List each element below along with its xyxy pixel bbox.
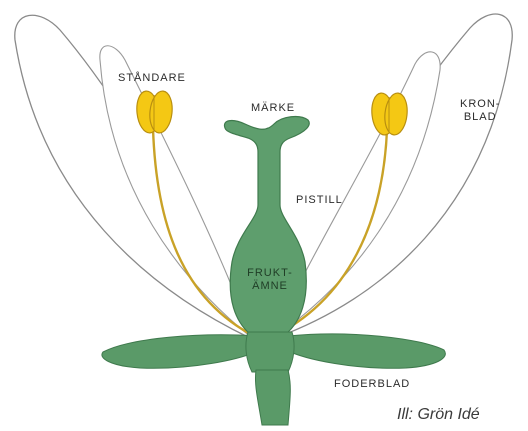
label-fruktamne: FRUKT- ÄMNE — [247, 267, 293, 293]
label-standare: STÅNDARE — [118, 72, 186, 85]
label-kronblad: KRON- BLAD — [460, 98, 500, 124]
label-fruktamne-line2: ÄMNE — [247, 280, 293, 293]
label-kronblad-line2: BLAD — [460, 111, 500, 124]
illustration-credit: Ill: Grön Idé — [397, 406, 480, 424]
receptacle — [246, 332, 294, 372]
label-fruktamne-line1: FRUKT- — [247, 267, 293, 280]
sepal-left — [102, 335, 260, 368]
sepal-right — [286, 334, 445, 368]
label-pistill: PISTILL — [296, 194, 343, 207]
label-foderblad: FODERBLAD — [334, 378, 410, 391]
pistil — [224, 117, 309, 334]
label-marke: MÄRKE — [251, 102, 295, 115]
label-kronblad-line1: KRON- — [460, 98, 500, 111]
stem — [255, 370, 290, 425]
